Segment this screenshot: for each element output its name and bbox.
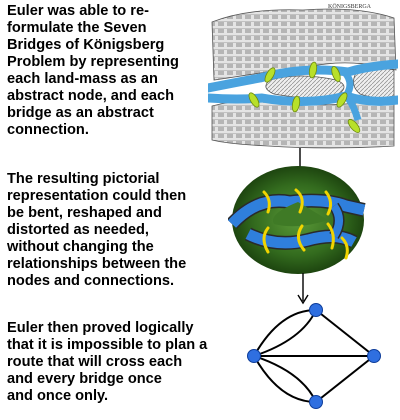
graph-edge [253, 309, 317, 357]
euler-graph-diagram [247, 303, 381, 409]
graph-edge [315, 309, 375, 357]
graph-node [309, 395, 323, 409]
graph-edge [253, 355, 317, 403]
graph-edge [253, 309, 317, 357]
intro-paragraph: Euler was able to re- formulate the Seve… [7, 3, 179, 138]
map-bridges [248, 61, 361, 133]
graph-node [309, 303, 323, 317]
abstract-bridges [262, 188, 349, 260]
graph-edge [315, 355, 375, 403]
middle-paragraph: The resulting pictorial representation c… [7, 171, 187, 289]
koenigsberg-map-illustration: KÖNIGSBERGA [208, 3, 398, 149]
arrow-down-icon [297, 273, 309, 305]
graph-edge [253, 355, 317, 403]
graph-nodes [247, 303, 381, 409]
abstract-map-illustration [228, 166, 366, 274]
conclusion-paragraph: Euler then proved logically that it is i… [7, 320, 208, 404]
map-land [211, 8, 397, 149]
graph-node [247, 349, 261, 363]
map-caption: KÖNIGSBERGA [328, 3, 372, 10]
graph-node [367, 349, 381, 363]
graph-edges [253, 309, 375, 403]
